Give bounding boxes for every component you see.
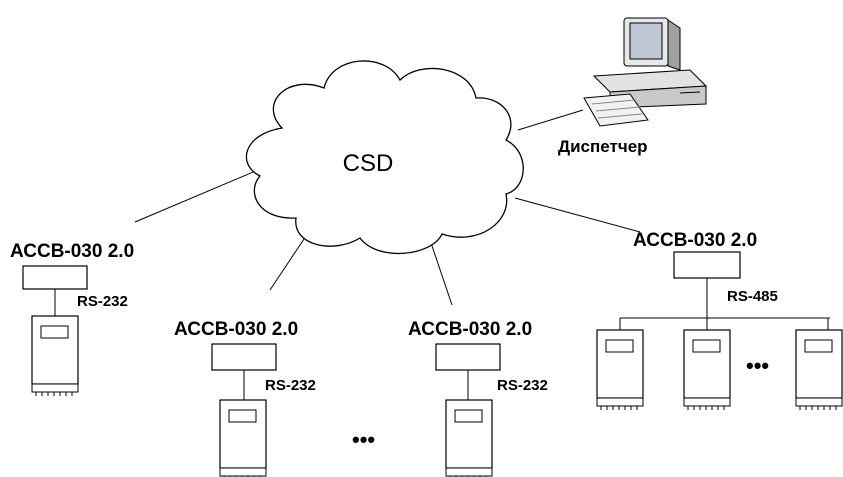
- node-4-modem-box: [673, 251, 741, 279]
- node-1-interface-label: RS-232: [77, 293, 128, 310]
- node-2-interface-label: RS-232: [265, 377, 316, 394]
- node-4-meter-c: [795, 329, 843, 411]
- node-2-meter: [219, 399, 267, 477]
- node-3-modem-box: [435, 343, 501, 371]
- link-dispatcher: [517, 109, 584, 131]
- dispatcher-label: Диспетчер: [558, 137, 648, 156]
- desktop-computer-icon: [583, 17, 708, 127]
- link-node-4: [514, 197, 641, 233]
- node-3-device-label: АССВ-030 2.0: [408, 319, 532, 340]
- link-node-3: [429, 239, 453, 306]
- node-1-modem-box: [22, 265, 88, 290]
- node-3-meter: [445, 399, 493, 477]
- csd-cloud: [245, 60, 524, 255]
- node-2-device-label: АССВ-030 2.0: [174, 319, 298, 340]
- node-3-interface-label: RS-232: [497, 377, 548, 394]
- cloud-label: CSD: [343, 150, 394, 177]
- node-4-device-label: АССВ-030 2.0: [633, 230, 757, 251]
- node-4-meter-a: [596, 329, 644, 411]
- network-links: [134, 109, 641, 306]
- node-2: АССВ-030 2.0 RS-232: [174, 319, 316, 477]
- node-1: АССВ-030 2.0 RS-232: [10, 241, 134, 397]
- node-1-meter: [31, 315, 79, 397]
- node-4-meter-b: [683, 329, 731, 411]
- node-3: АССВ-030 2.0 RS-232: [408, 319, 548, 477]
- node-4-ellipsis: •••: [746, 353, 769, 378]
- node-1-device-label: АССВ-030 2.0: [10, 241, 134, 262]
- node-4: АССВ-030 2.0 RS-485 •••: [596, 230, 843, 411]
- ellipsis-between-nodes: •••: [352, 427, 375, 452]
- link-node-1: [134, 169, 259, 223]
- node-4-interface-label: RS-485: [727, 288, 778, 305]
- node-2-modem-box: [211, 343, 277, 371]
